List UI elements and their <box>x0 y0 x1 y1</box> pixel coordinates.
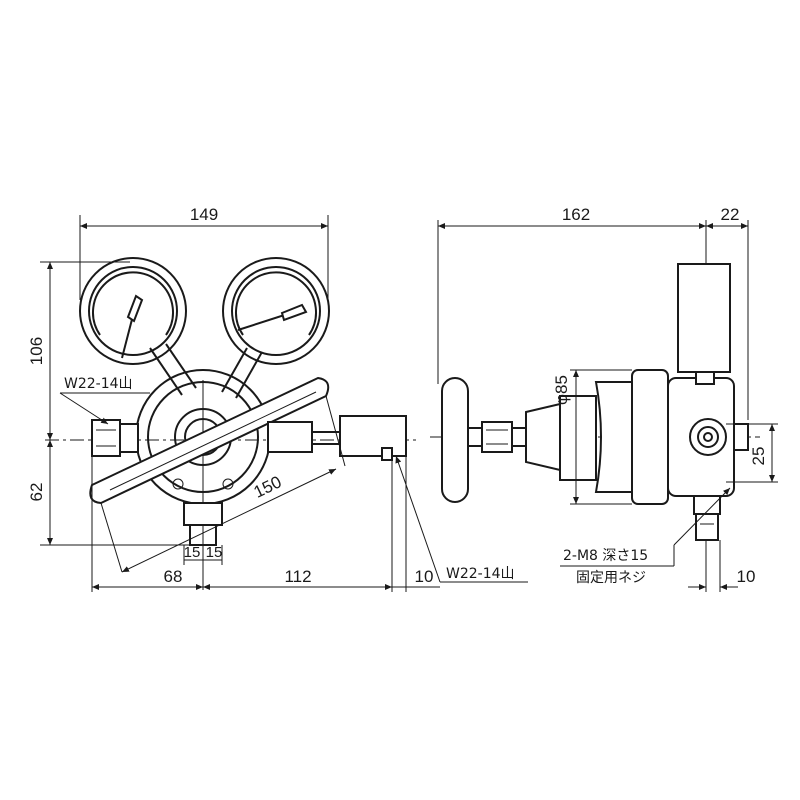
outlet-thread-label: W22-14山 <box>446 566 515 582</box>
dim-outlet-tip: 10 <box>415 567 434 586</box>
dim-bottom-left: 15 <box>184 544 201 561</box>
dim-diameter: φ85 <box>552 375 571 405</box>
side-view: 162 22 φ85 25 10 2-M8 深さ15 固定用ネジ <box>430 205 778 592</box>
inlet-thread-label: W22-14山 <box>64 376 133 392</box>
low-pressure-gauge <box>221 257 330 399</box>
dim-length: 162 <box>562 205 590 224</box>
dim-bottom: 10 <box>737 567 756 586</box>
dim-inlet-offset: 68 <box>164 567 183 586</box>
bottom-port <box>183 502 223 546</box>
dim-height-upper: 106 <box>27 337 46 365</box>
dim-port: 25 <box>749 447 768 466</box>
high-pressure-gauge <box>79 257 197 396</box>
side-gauge <box>677 263 731 385</box>
side-bottom-port <box>693 495 721 541</box>
dim-gauge: 22 <box>721 205 740 224</box>
mount-note-line1: 2-M8 深さ15 <box>563 548 648 564</box>
dim-height-lower: 62 <box>27 483 46 502</box>
dim-bottom-right: 15 <box>206 544 223 561</box>
outlet-fitting <box>267 415 407 461</box>
dim-outlet-offset: 112 <box>284 567 311 586</box>
mount-note-line2: 固定用ネジ <box>576 570 646 586</box>
side-handle <box>441 377 527 503</box>
inlet-fitting <box>91 419 139 457</box>
front-view: 149 106 62 W22-14山 150 15 15 68 112 10 <box>27 205 528 592</box>
dim-width: 149 <box>190 205 218 224</box>
side-outlet <box>733 423 749 451</box>
